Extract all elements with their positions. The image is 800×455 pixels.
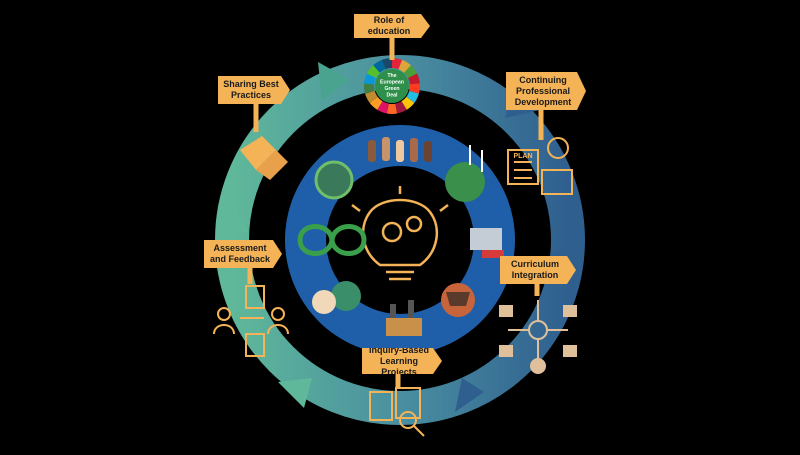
logo-text-line: Green xyxy=(385,86,400,92)
sign-label-role: Role of education xyxy=(367,15,411,36)
sdg-segment xyxy=(373,59,386,73)
logo-text-line: The xyxy=(387,73,396,79)
sdg-segment xyxy=(381,58,392,70)
logo-text-line: European xyxy=(380,80,404,86)
sdg-segment xyxy=(398,59,411,73)
sdg-segment xyxy=(408,73,420,85)
raised-hands-icon xyxy=(368,137,432,162)
wind-turbines-icon xyxy=(445,145,485,202)
sdg-segment xyxy=(369,96,383,110)
cycle-arrow-bottom-right xyxy=(455,378,484,412)
cycle-arrow-top xyxy=(318,62,350,100)
sign-role-of-education: Role of education xyxy=(354,14,430,38)
documents-search-icon xyxy=(369,387,425,437)
sdg-segment xyxy=(386,103,398,114)
sign-continuing-professional-development: Continuing Professional Development xyxy=(506,72,586,110)
sdg-center xyxy=(375,69,409,103)
sign-sharing-best-practices: Sharing Best Practices xyxy=(218,76,290,104)
sign-inquiry-based-learning: Inquiry-Based Learning Projects xyxy=(362,348,442,374)
sdg-segment xyxy=(404,65,418,78)
polluted-earth-icon xyxy=(312,281,361,314)
sdg-segment xyxy=(364,83,375,94)
inner-core xyxy=(326,166,474,314)
sdg-segment xyxy=(366,65,380,78)
melting-earth-icon xyxy=(441,283,475,317)
sign-assessment-feedback: Assessment and Feedback xyxy=(204,240,282,268)
sdg-segment xyxy=(409,83,420,94)
people-checklist-icon xyxy=(213,285,289,357)
sign-label-assessment: Assessment and Feedback xyxy=(209,243,271,264)
factory-icon xyxy=(386,300,422,336)
nature-globe-icon xyxy=(314,160,354,200)
sdg-segment xyxy=(395,101,407,114)
sign-label-sharing: Sharing Best Practices xyxy=(223,79,279,100)
sdg-segment xyxy=(392,58,403,70)
cycle-arrow-left xyxy=(216,200,248,232)
network-icon xyxy=(499,300,577,374)
sdg-segment xyxy=(365,90,378,103)
transport-icon xyxy=(470,228,504,258)
sdg-segment xyxy=(406,90,419,103)
sign-label-curriculum: Curriculum Integration xyxy=(510,259,559,280)
planning-icon xyxy=(507,137,573,195)
sign-label-inquiry: Inquiry-Based Learning Projects xyxy=(368,344,429,377)
logo-text-line: Deal xyxy=(387,93,399,99)
sign-label-cpd: Continuing Professional Development xyxy=(514,74,572,107)
infinity-nature-icon xyxy=(297,224,367,256)
sign-curriculum-integration: Curriculum Integration xyxy=(500,256,576,284)
cycle-arrow-bottom-left xyxy=(278,378,312,408)
sdg-segment xyxy=(401,96,415,110)
sdg-segment xyxy=(364,73,376,85)
sdg-wheel-icon xyxy=(364,58,420,114)
puzzle-hands-icon xyxy=(240,136,288,180)
plan-label: PLAN xyxy=(513,153,532,160)
sdg-segment xyxy=(377,101,389,114)
